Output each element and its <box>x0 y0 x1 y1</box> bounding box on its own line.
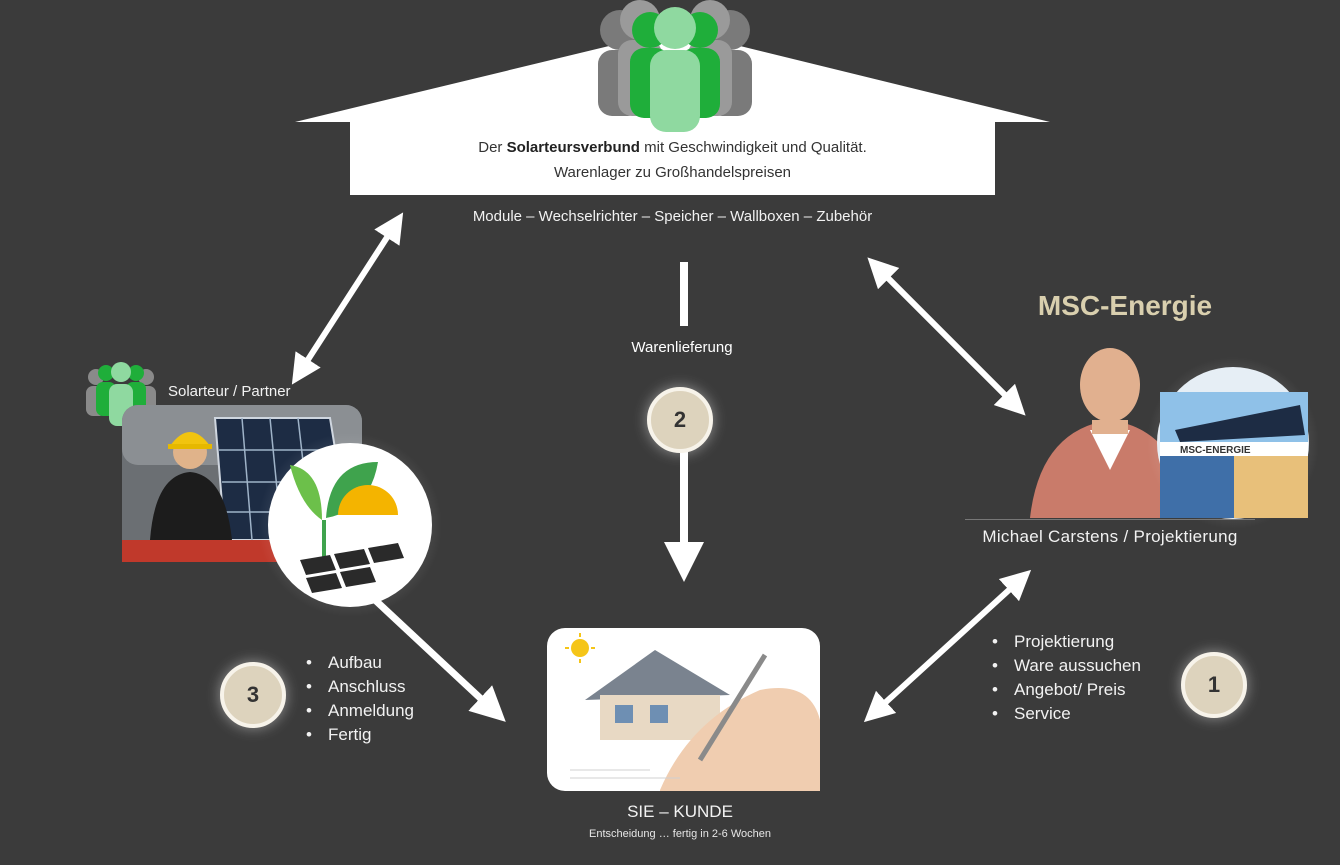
msc-title: MSC-Energie <box>1037 290 1213 321</box>
step-badge-2: 2 <box>647 387 713 453</box>
people-group-small-icon <box>86 362 156 426</box>
msc-logo-text: MSC-ENERGIE <box>1180 445 1251 456</box>
partner-bullet-list: Aufbau Anschluss Anmeldung Fertig <box>302 651 414 747</box>
partner-label: Solarteur / Partner <box>168 383 291 400</box>
customer-photo <box>547 628 820 791</box>
list-item: Fertig <box>302 723 414 747</box>
list-item: Angebot/ Preis <box>988 678 1141 702</box>
step-badge-1: 1 <box>1181 652 1247 718</box>
warehouse-line2: Warenlager zu Großhandelspreisen <box>553 164 792 181</box>
arrow-msc-customer <box>863 569 1032 723</box>
list-item: Projektierung <box>988 630 1141 654</box>
divider <box>965 519 1255 520</box>
pen-hand-icon <box>660 653 820 791</box>
step-badge-3: 3 <box>220 662 286 728</box>
list-item: Ware aussuchen <box>988 654 1141 678</box>
arrow-partner-customer <box>372 597 506 722</box>
msc-person-label: Michael Carstens / Projektierung <box>982 527 1238 546</box>
warehouse-description: Der Solarteursverbund mit Geschwindigkei… <box>350 135 995 185</box>
arrow-warehouse-partner <box>291 212 404 385</box>
partner-logo <box>258 433 442 617</box>
solarteursverbund-label: Solarteursverbund <box>506 139 640 156</box>
sun-icon <box>565 633 595 663</box>
customer-title: SIE – KUNDE <box>627 802 733 821</box>
msc-bullet-list: Projektierung Ware aussuchen Angebot/ Pr… <box>988 630 1141 726</box>
msc-logo: MSC-ENERGIE <box>1147 357 1319 529</box>
product-list: Module – Wechselrichter – Speicher – Wal… <box>472 208 873 225</box>
list-item: Anmeldung <box>302 699 414 723</box>
list-item: Service <box>988 702 1141 726</box>
arrow-warehouse-msc <box>867 257 1026 416</box>
customer-subtitle: Entscheidung … fertig in 2-6 Wochen <box>588 828 771 840</box>
people-group-icon <box>598 0 752 132</box>
delivery-label: Warenlieferung <box>600 336 764 359</box>
house-icon <box>585 650 730 740</box>
list-item: Anschluss <box>302 675 414 699</box>
warehouse-line1: Der Solarteursverbund mit Geschwindigkei… <box>478 139 867 156</box>
list-item: Aufbau <box>302 651 414 675</box>
